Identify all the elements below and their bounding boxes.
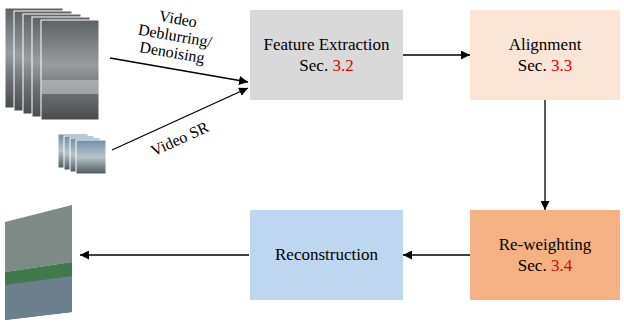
- low-res-frame-stack: [58, 134, 106, 174]
- flow-arrow: [403, 254, 470, 255]
- section-word: Sec.: [518, 56, 551, 75]
- box-title: Reconstruction: [275, 244, 378, 265]
- section-word: Sec.: [518, 256, 551, 275]
- road-area: [5, 276, 72, 320]
- output-arrow: [80, 254, 249, 255]
- path-label: Video SR: [136, 113, 225, 166]
- flow-arrow: [544, 100, 545, 210]
- section-ref: Sec. 3.4: [518, 255, 572, 276]
- box-title: Alignment: [509, 34, 582, 55]
- box-title: Re-weighting: [499, 234, 592, 255]
- section-ref: Sec. 3.3: [518, 55, 572, 76]
- section-ref: Sec. 3.2: [299, 55, 353, 76]
- output-image-bottom: [5, 262, 72, 320]
- section-word: Sec.: [299, 56, 332, 75]
- section-number: 3.4: [551, 256, 572, 275]
- blurry-frame-stack: [5, 8, 99, 120]
- section-number: 3.3: [551, 56, 572, 75]
- flow-arrow: [403, 54, 470, 55]
- road-band: [41, 80, 99, 94]
- process-box: AlignmentSec. 3.3: [470, 10, 620, 100]
- box-title: Feature Extraction: [263, 34, 389, 55]
- section-number: 3.2: [332, 56, 353, 75]
- video-frame: [76, 140, 106, 174]
- process-box: Re-weightingSec. 3.4: [470, 210, 620, 300]
- path-label: Video Deblurring/ Denoising: [130, 4, 220, 68]
- output-image-top: [5, 205, 72, 272]
- restored-output: [5, 205, 72, 320]
- process-box: Reconstruction: [250, 210, 403, 300]
- video-frame: [41, 20, 99, 120]
- process-box: Feature ExtractionSec. 3.2: [250, 10, 403, 100]
